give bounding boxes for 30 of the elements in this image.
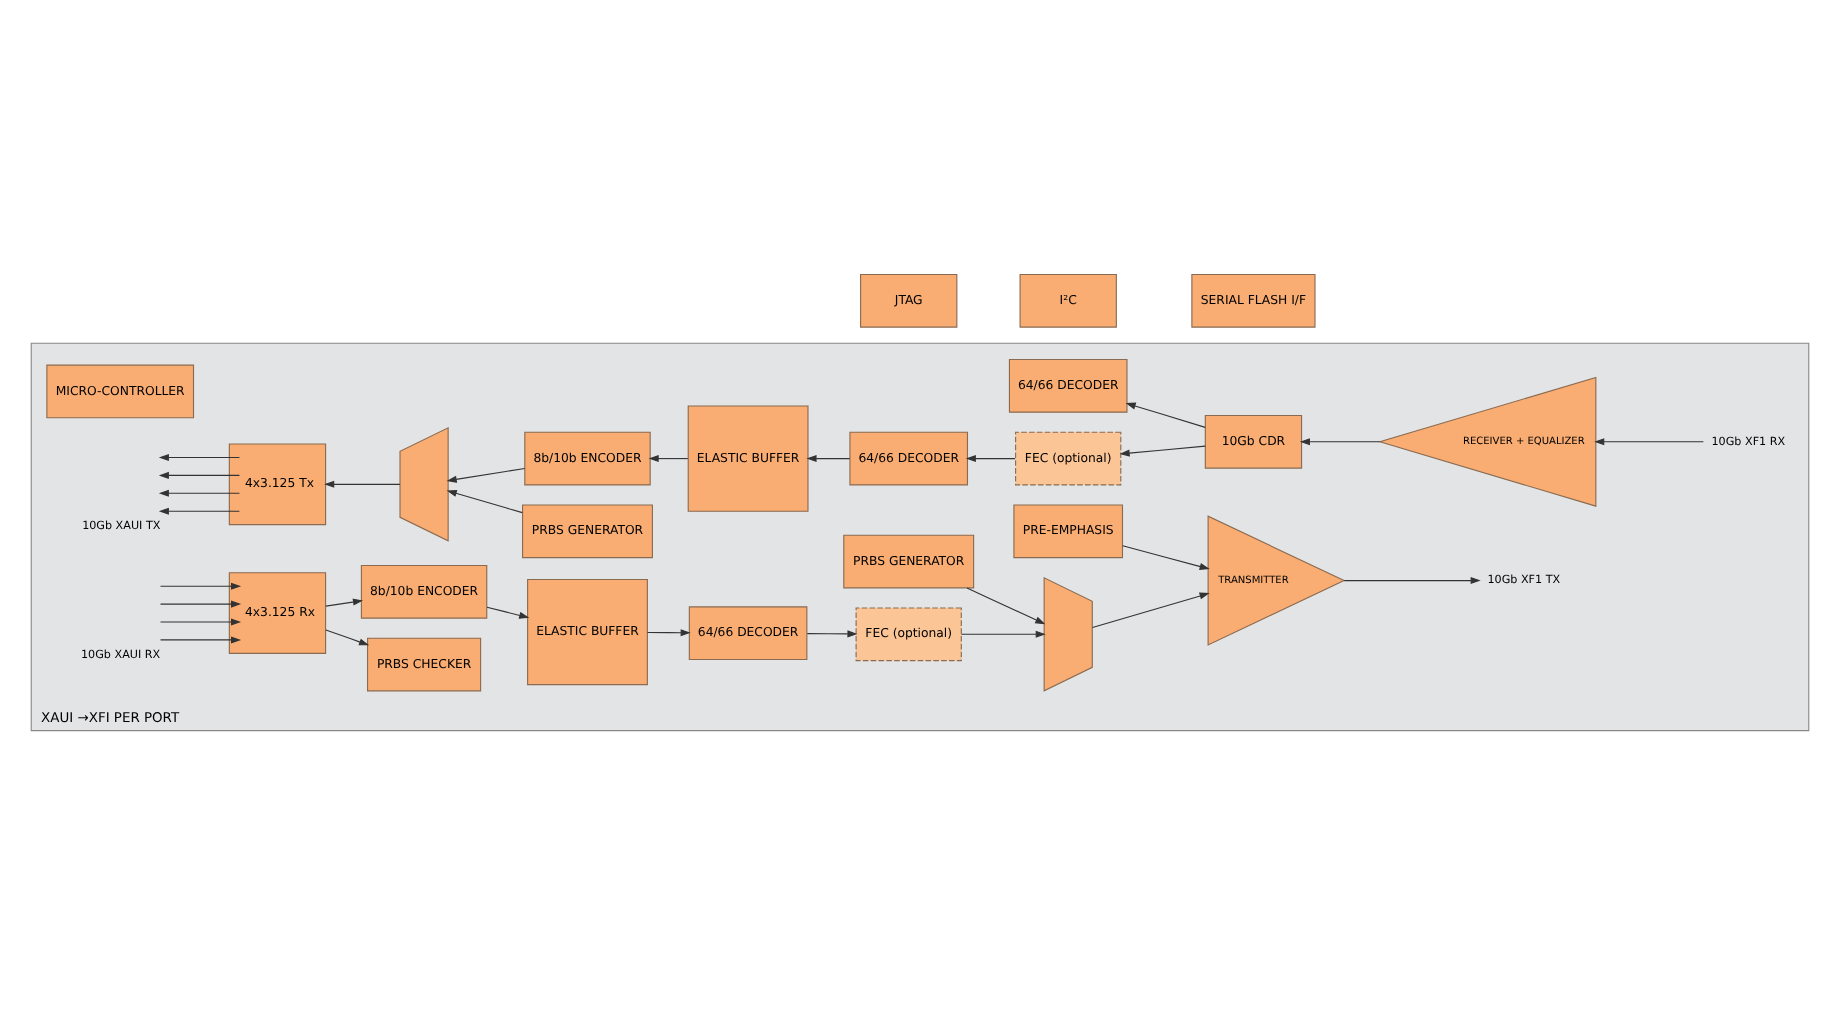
arrow: [158, 507, 240, 515]
arrow: [325, 629, 370, 646]
arrow: [648, 455, 689, 463]
arrow: [158, 489, 240, 497]
arrow: [1343, 577, 1481, 585]
arrow: [446, 490, 523, 514]
arrow: [159, 600, 242, 608]
arrow: [1125, 402, 1206, 428]
arrow: [806, 630, 858, 638]
arrow: [965, 455, 1016, 463]
arrow: [158, 453, 240, 461]
arrow: [159, 618, 242, 626]
arrow: [647, 629, 691, 637]
arrow: [158, 471, 240, 479]
arrow: [1091, 592, 1210, 629]
arrow: [324, 480, 401, 488]
arrow: [1119, 445, 1206, 457]
arrow: [486, 606, 530, 619]
arrow: [325, 598, 364, 607]
arrow: [960, 630, 1046, 638]
node-trapezium: [399, 426, 449, 542]
arrow: [159, 582, 242, 590]
arrow: [806, 455, 851, 463]
arrow: [966, 587, 1046, 625]
arrow: [1299, 438, 1381, 446]
arrow: [159, 636, 242, 644]
node-trapezium: [1043, 576, 1093, 692]
arrow: [1594, 438, 1704, 446]
arrow: [446, 467, 526, 483]
arrow: [1122, 545, 1210, 570]
